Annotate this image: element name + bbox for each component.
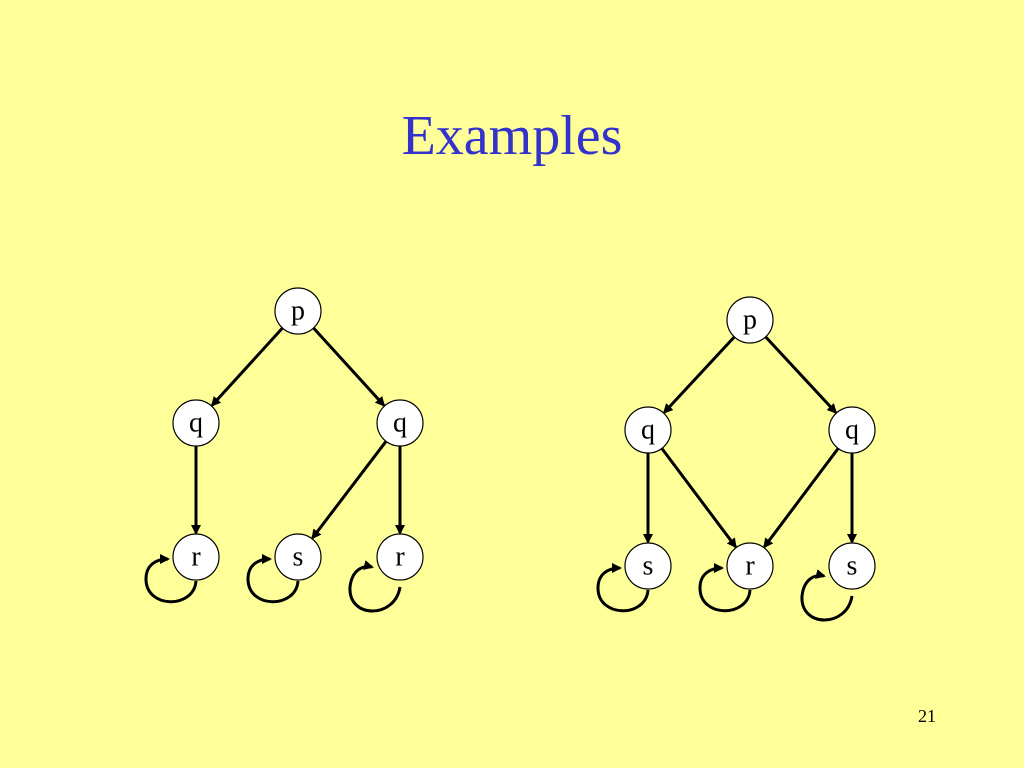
self-loop-r2	[348, 560, 402, 613]
node-label: r	[745, 550, 755, 581]
node-q2: q	[828, 406, 876, 454]
node-r1: r	[172, 533, 220, 581]
node-circle	[828, 542, 876, 590]
edge-layer	[643, 335, 857, 549]
node-circle	[726, 296, 774, 344]
node-label: q	[641, 414, 655, 445]
node-label: s	[847, 550, 858, 581]
node-label: r	[191, 541, 201, 572]
node-circle	[172, 533, 220, 581]
node-label: p	[743, 304, 757, 335]
node-circle	[274, 533, 322, 581]
node-circle	[274, 287, 322, 335]
node-circle	[828, 406, 876, 454]
self-loop-layer	[596, 563, 854, 622]
node-label: r	[395, 541, 405, 572]
self-loop-layer	[144, 554, 402, 613]
node-label: s	[643, 550, 654, 581]
page-number: 21	[918, 706, 936, 726]
node-circle	[172, 399, 220, 447]
self-loop-r1	[698, 563, 752, 613]
node-label: q	[393, 407, 407, 438]
slide-title: Examples	[401, 105, 623, 167]
node-s1: s	[624, 542, 672, 590]
edge-q2-r1	[763, 447, 840, 549]
node-p1: p	[726, 296, 774, 344]
self-loop-r1	[144, 554, 198, 604]
node-label: q	[189, 407, 203, 438]
node-layer: p q q s r s	[624, 296, 876, 590]
node-circle	[726, 542, 774, 590]
node-label: p	[291, 295, 305, 326]
node-circle	[624, 542, 672, 590]
node-circle	[376, 399, 424, 447]
node-r1: r	[726, 542, 774, 590]
self-loop-s2	[800, 569, 854, 622]
node-label: q	[845, 414, 859, 445]
edge-p1-q1	[662, 335, 736, 414]
node-s2: s	[828, 542, 876, 590]
diagram-left: p q q r s r	[144, 287, 424, 613]
edge-p1-q2	[764, 335, 838, 414]
node-r2: r	[376, 533, 424, 581]
edge-p1-q2	[312, 326, 386, 407]
self-loop-s1	[596, 563, 650, 613]
edge-q2-s1	[311, 440, 388, 540]
edge-q1-r1	[660, 447, 737, 549]
node-p1: p	[274, 287, 322, 335]
node-q2: q	[376, 399, 424, 447]
node-q1: q	[172, 399, 220, 447]
edge-layer	[191, 326, 405, 540]
node-layer: p q q r s r	[172, 287, 424, 581]
node-circle	[624, 406, 672, 454]
node-s1: s	[274, 533, 322, 581]
node-label: s	[293, 541, 304, 572]
diagram-right: p q q s r s	[596, 296, 876, 622]
self-loop-s1	[246, 554, 300, 604]
node-circle	[376, 533, 424, 581]
node-q1: q	[624, 406, 672, 454]
edge-p1-q1	[210, 326, 284, 407]
